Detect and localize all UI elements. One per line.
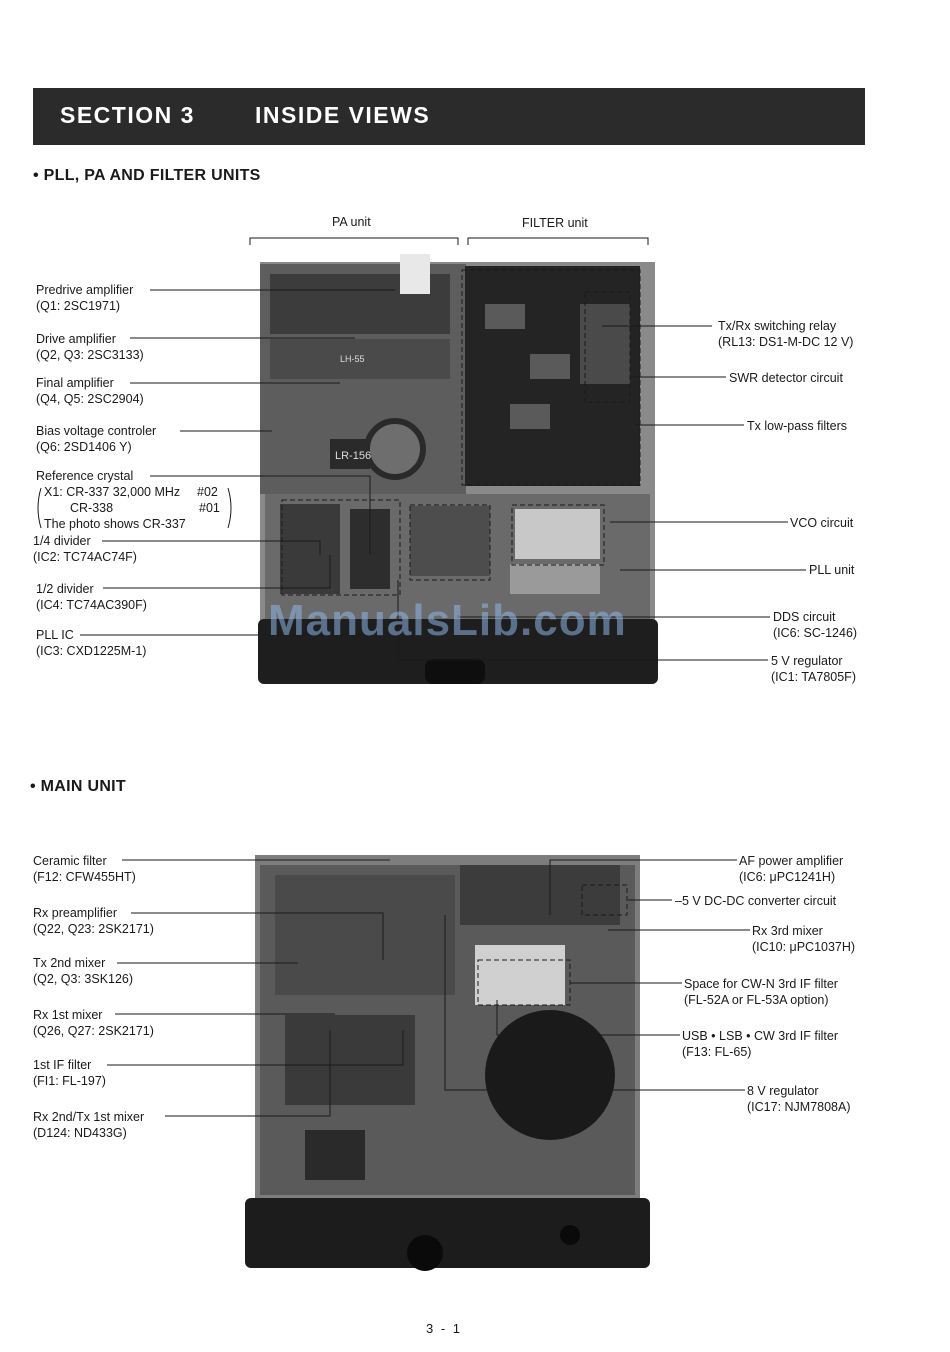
label-tx-lowpass-filters: Tx low-pass filters (747, 419, 848, 433)
label-dds-circuit: DDS circuit (IC6: SC-1246) (773, 610, 858, 640)
section-number: SECTION 3 (60, 102, 195, 128)
label-quarter-divider: 1/4 divider (IC2: TC74AC74F) (33, 534, 137, 564)
label-swr-detector: SWR detector circuit (729, 371, 843, 385)
page-number: 3 - 1 (426, 1321, 463, 1336)
crystal-line3: The photo shows CR-337 (44, 517, 186, 531)
label-vco-circuit: VCO circuit (790, 516, 854, 530)
label-final-amplifier: Final amplifier (Q4, Q5: 2SC2904) (36, 376, 144, 406)
crystal-code2: #01 (199, 501, 220, 515)
label-ceramic-filter: Ceramic filter (F12: CFW455HT) (33, 854, 136, 884)
photo-lh-text: LH-55 (340, 354, 365, 364)
label-rx-1st-mixer: Rx 1st mixer (Q26, Q27: 2SK2171) (33, 1008, 154, 1038)
watermark: ManualsLib.com (268, 596, 627, 645)
label-bias-voltage-controller: Bias voltage controler (Q6: 2SD1406 Y) (36, 424, 157, 454)
label-1st-if-filter: 1st IF filter (FI1: FL-197) (33, 1058, 106, 1088)
label-af-power-amplifier: AF power amplifier (IC6: μPC1241H) (739, 854, 844, 884)
label-rx-3rd-mixer: Rx 3rd mixer (IC10: μPC1037H) (752, 924, 856, 954)
pll-heading: • PLL, PA AND FILTER UNITS (33, 167, 261, 184)
label-reference-crystal: Reference crystal (36, 469, 134, 483)
label-half-divider: 1/2 divider (IC4: TC74AC390F) (36, 582, 147, 612)
label-drive-amplifier: Drive amplifier (Q2, Q3: 2SC3133) (36, 332, 144, 362)
label-dcdc-converter: –5 V DC-DC converter circuit (675, 894, 837, 908)
crystal-code1: #02 (197, 485, 218, 499)
label-usb-lsb-cw-filter: USB • LSB • CW 3rd IF filter (F13: FL-65… (682, 1029, 839, 1059)
pa-unit-label: PA unit (332, 215, 371, 229)
label-rx2nd-tx1st-mixer: Rx 2nd/Tx 1st mixer (D124: ND433G) (33, 1110, 145, 1140)
filter-unit-label: FILTER unit (522, 216, 588, 230)
label-tx-2nd-mixer: Tx 2nd mixer (Q2, Q3: 3SK126) (33, 956, 134, 986)
label-predrive-amplifier: Predrive amplifier (Q1: 2SC1971) (36, 283, 134, 313)
crystal-line1: X1: CR-337 32,000 MHz (44, 485, 181, 499)
label-pll-unit: PLL unit (809, 563, 855, 577)
main-unit-photo (245, 815, 650, 1273)
section-title: INSIDE VIEWS (255, 102, 431, 128)
label-5v-regulator: 5 V regulator (IC1: TA7805F) (771, 654, 856, 684)
label-txrx-switching-relay: Tx/Rx switching relay (RL13: DS1-M-DC 12… (718, 319, 854, 349)
main-heading: • MAIN UNIT (30, 778, 127, 795)
photo-lr-text: LR-156 (335, 450, 371, 462)
label-space-cwn-filter: Space for CW-N 3rd IF filter (FL-52A or … (684, 977, 838, 1007)
crystal-line2: CR-338 (70, 501, 114, 515)
section-banner: SECTION 3 INSIDE VIEWS (33, 88, 865, 145)
label-pll-ic: PLL IC (IC3: CXD1225M-1) (36, 628, 147, 658)
label-8v-regulator: 8 V regulator (IC17: NJM7808A) (747, 1084, 851, 1114)
label-rx-preamplifier: Rx preamplifier (Q22, Q23: 2SK2171) (33, 906, 154, 936)
